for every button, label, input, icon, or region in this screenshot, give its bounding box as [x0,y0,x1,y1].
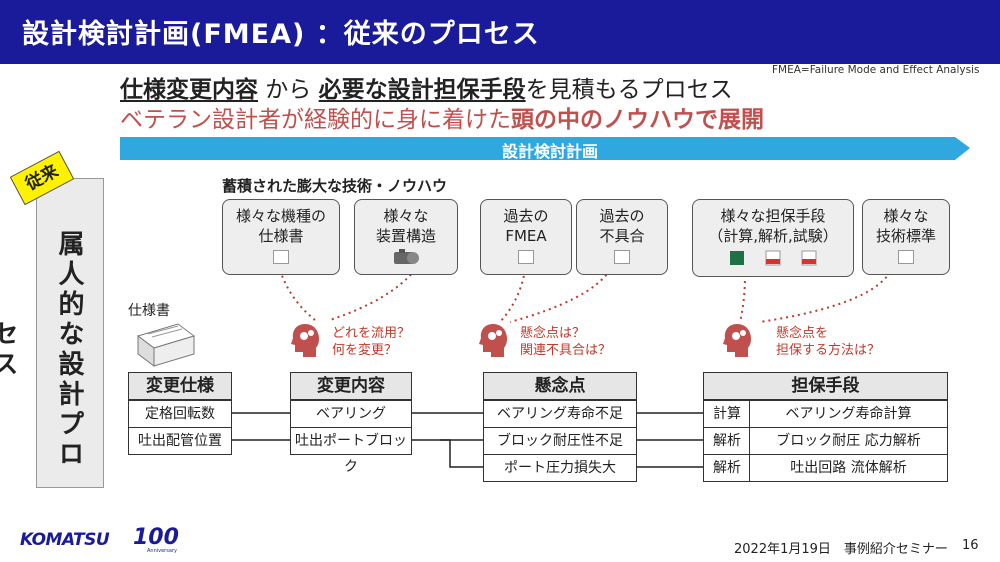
concern-cell: ベアリング寿命不足 [483,400,637,428]
document-icon [614,250,630,264]
headline-1-part2: から [258,77,319,103]
side-label: 属人的な設計プロセス [0,230,84,470]
komatsu-logo: KOMATSU [20,530,110,550]
knowhow-box-spec: 様々な機種の 仕様書 [222,199,340,275]
anniversary-logo: 100 [133,525,179,550]
thought-line1: 懸念点を [776,326,829,341]
page-title: 設計検討計画(FMEA) ：従来のプロセス [22,19,540,50]
machine-icon [394,249,419,264]
change-spec-cell: 吐出配管位置 [128,427,232,455]
headline-2-part2: 頭の中のノウハウで展開 [511,107,764,133]
assurance-type-cell: 解析 [703,454,751,482]
concern-header: 懸念点 [483,372,637,400]
assurance-detail-cell: ブロック耐圧 応力解析 [749,427,948,455]
knowhow-box-line1: 様々な担保手段 [720,207,826,225]
document-icon [898,250,914,264]
headline-2: ベテラン設計者が経験的に身に着けた頭の中のノウハウで展開 [120,100,764,134]
assurance-type-cell: 解析 [703,427,751,455]
headline-1-part4: を見積もるプロセス [525,77,733,103]
knowhow-box-past-defects: 過去の 不具合 [576,199,668,275]
knowhow-box-structure: 様々な 装置構造 [354,199,458,275]
assurance-header: 担保手段 [703,372,948,400]
title-bar [0,0,1000,64]
knowhow-box-line2: 技術標準 [875,227,936,245]
headline-1: 仕様変更内容 から 必要な設計担保手段を見積もるプロセス [120,70,733,104]
process-arrow [120,137,970,160]
concern-cell: ブロック耐圧性不足 [483,427,637,455]
change-spec-header: 変更仕様 [128,372,232,400]
table-connectors [230,412,703,468]
knowhow-box-line1: 過去の [599,207,645,225]
change-content-cell: 吐出ポートブロック [290,427,412,475]
knowhow-box-past-fmea: 過去の FMEA [480,199,572,275]
excel-icon [730,251,744,265]
assurance-type-cell: 計算 [703,400,751,428]
change-content-header: 変更内容 [290,372,412,400]
knowhow-box-assurance: 様々な担保手段 （計算,解析,試験） [692,199,854,277]
knowhow-box-line2: FMEA [505,227,547,245]
file-icons [730,250,817,266]
knowhow-box-line2: （計算,解析,試験） [708,227,838,245]
thought-bubble-3: 懸念点を 担保する方法は？ [776,325,880,359]
thought-bubble-2: 懸念点は？ 関連不具合は？ [520,325,611,359]
headline-2-part1: ベテラン設計者が経験的に身に着けた [120,107,511,133]
thinking-head-icon [723,324,752,357]
thought-line1: 懸念点は？ [520,326,586,341]
document-icon [273,250,289,264]
thought-line2: 担保する方法は？ [776,343,881,358]
change-spec-cell: 定格回転数 [128,400,232,428]
knowhow-box-line1: 様々な [883,207,929,225]
thought-line2: 何を変更？ [332,343,398,358]
knowhow-box-standards: 様々な 技術標準 [862,199,950,275]
fmea-note: FMEA=Failure Mode and Effect Analysis [772,64,980,76]
change-content-cell: ベアリング [290,400,412,428]
knowhow-box-line1: 様々な [383,207,429,225]
thinking-head-icon [479,324,508,357]
thought-line1: どれを流用？ [332,326,411,341]
headline-1-part1: 仕様変更内容 [120,77,258,103]
spec-doc-label: 仕様書 [128,303,170,319]
thought-line2: 関連不具合は？ [520,343,612,358]
footer-date-event: 2022年1月19日 事例紹介セミナー [734,542,948,557]
knowhow-box-line2: 装置構造 [375,227,436,245]
process-arrow-label: 設計検討計画 [501,142,598,161]
anniversary-sub: Anniversary [147,548,177,554]
assurance-detail-cell: ベアリング寿命計算 [749,400,948,428]
assurance-detail-cell: 吐出回路 流体解析 [749,454,948,482]
headline-1-part3: 必要な設計担保手段 [318,77,526,103]
spec-document-icon [136,323,196,367]
knowhow-box-line2: 仕様書 [258,227,304,245]
thought-bubble-1: どれを流用？ 何を変更？ [332,325,410,359]
knowhow-box-line1: 様々な機種の [235,207,326,225]
knowhow-box-line1: 過去の [503,207,549,225]
concern-cell: ポート圧力損失大 [483,454,637,482]
document-icon [518,250,534,264]
thinking-head-icon [291,324,320,357]
side-panel [36,178,104,488]
dotted-connectors [279,269,891,323]
knowhow-label: 蓄積された膨大な技術・ノウハウ [222,177,448,195]
page-number: 16 [962,538,979,553]
knowhow-box-line2: 不具合 [599,227,645,245]
